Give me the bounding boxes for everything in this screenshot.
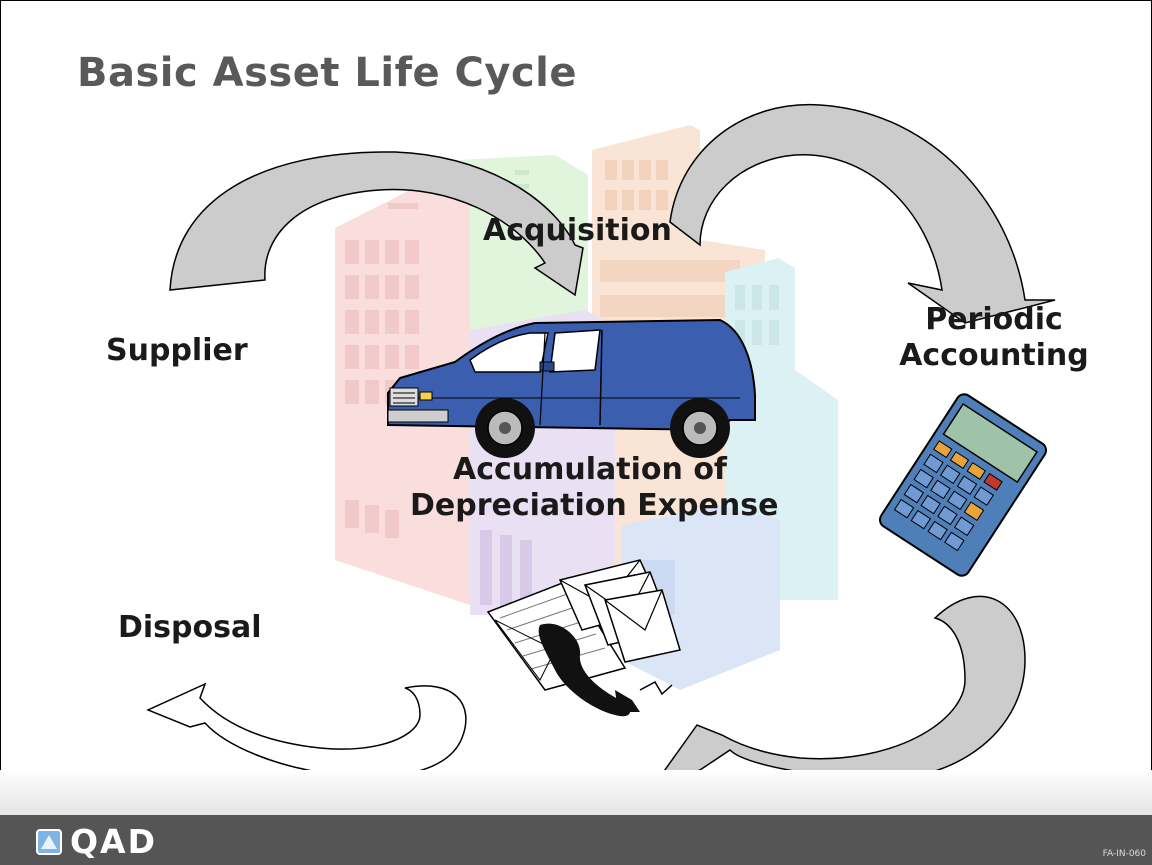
qad-logo-icon: [36, 828, 62, 855]
label-disposal: Disposal: [118, 610, 262, 645]
label-periodic-line2: Accounting: [899, 338, 1089, 373]
slide-title: Basic Asset Life Cycle: [77, 50, 578, 96]
slide-border-left: [0, 0, 1, 800]
label-periodic-accounting: Periodic Accounting: [890, 302, 1098, 374]
label-accumulation-line2: Depreciation Expense: [410, 488, 779, 523]
qad-logo: QAD: [36, 822, 157, 861]
calculator-icon: [878, 393, 1048, 577]
label-supplier: Supplier: [106, 333, 248, 368]
slide-border-top: [0, 0, 1152, 1]
label-accumulation-line1: Accumulation of: [453, 452, 727, 487]
label-acquisition: Acquisition: [483, 213, 672, 248]
arrow-return-icon: [649, 595, 1026, 790]
slide-code: FA-IN-060: [1102, 849, 1146, 859]
arrow-acquisition-icon: [169, 151, 584, 297]
label-accumulation: Accumulation of Depreciation Expense: [410, 452, 779, 524]
van-icon: [387, 318, 756, 458]
label-periodic-line1: Periodic: [925, 302, 1063, 337]
arrow-periodic-icon: [669, 103, 1056, 324]
footer-fade: [0, 770, 1152, 816]
footer-bar: [0, 815, 1152, 865]
qad-logo-text: QAD: [70, 822, 157, 861]
documents-phone-icon: [486, 559, 681, 717]
arrow-disposal-icon: [146, 682, 467, 778]
